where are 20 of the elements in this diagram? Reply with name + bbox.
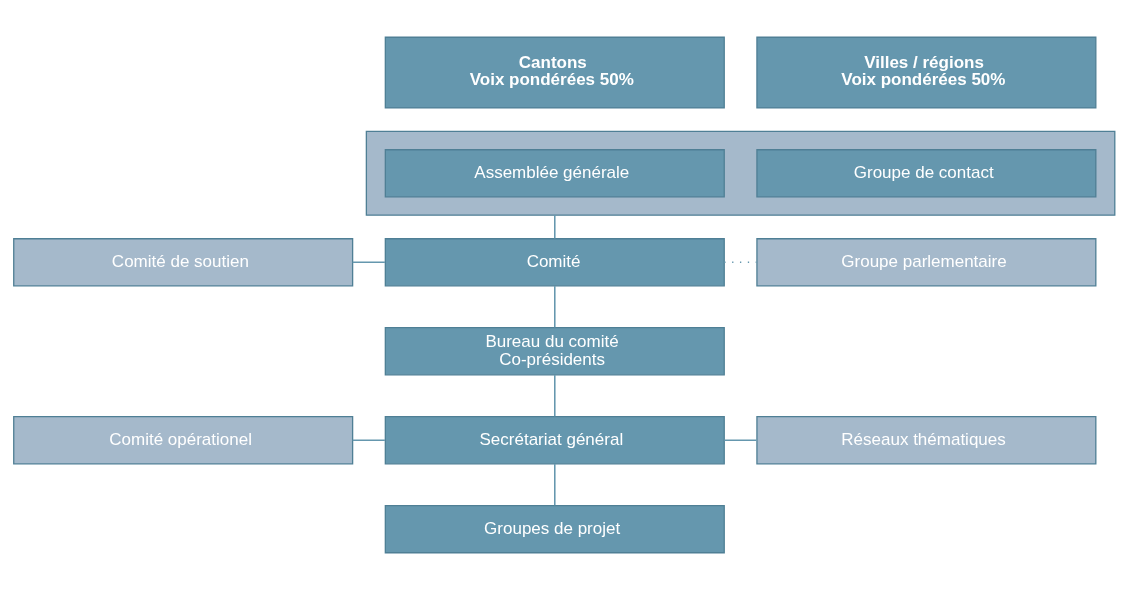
node-box: Bureau du comité Co-présidents <box>384 327 725 376</box>
node-box: Cantons Voix pondérées 50% <box>384 36 725 109</box>
connector <box>554 463 556 507</box>
node-box: Assemblée générale <box>384 149 725 198</box>
connector <box>554 214 556 240</box>
connector <box>723 439 758 442</box>
node-box: Comité opérationel <box>13 416 354 465</box>
connector <box>554 285 556 329</box>
connector <box>554 374 556 418</box>
node-box: Groupes de projet <box>384 505 725 554</box>
node-box: Comité de soutien <box>13 238 354 287</box>
node-box: Secrétariat général <box>384 416 725 465</box>
node-box: Groupe parlementaire <box>756 238 1097 287</box>
cluster <box>365 130 1116 216</box>
node-box: Groupe de contact <box>756 149 1097 198</box>
connector <box>351 261 386 264</box>
node-box: Comité <box>384 238 725 287</box>
node-box: Villes / régions Voix pondérées 50% <box>756 36 1097 109</box>
node-box: Réseaux thématiques <box>756 416 1097 465</box>
connector <box>351 439 386 442</box>
